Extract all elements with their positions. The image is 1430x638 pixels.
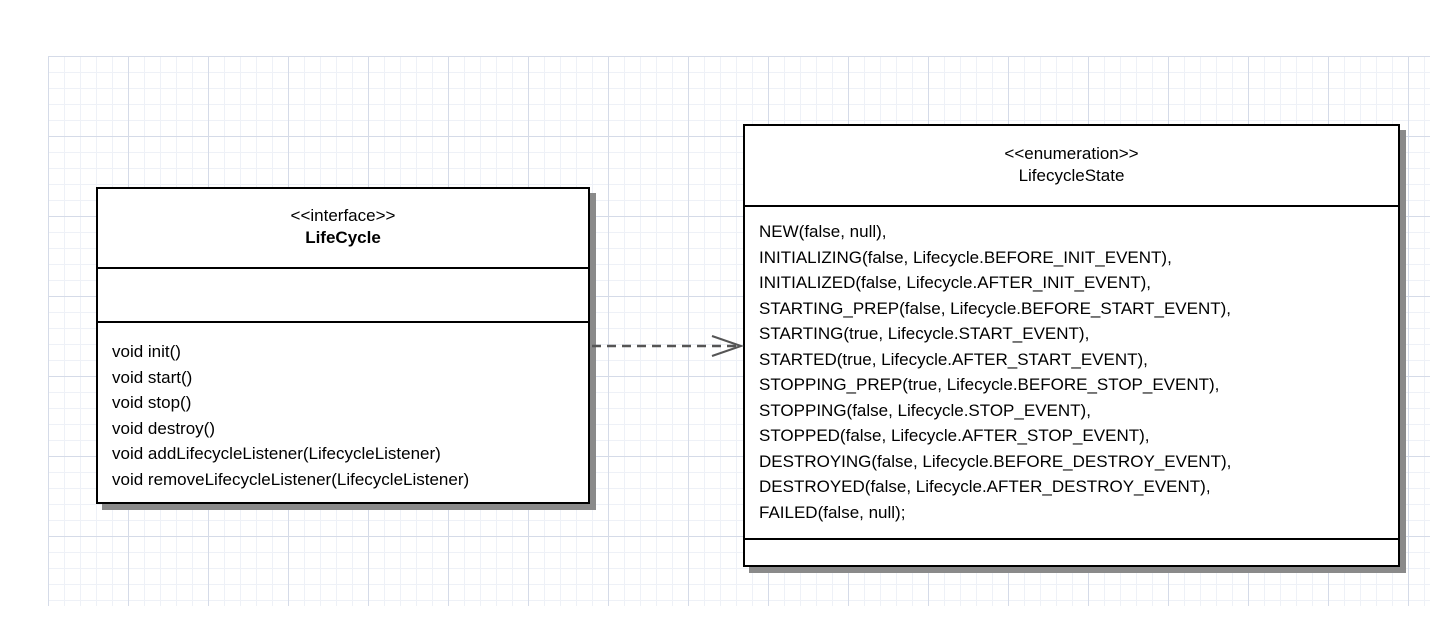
lifecycle-state-literals-section: NEW(false, null), INITIALIZING(false, Lif… xyxy=(745,207,1398,540)
lifecycle-state-header: <<enumeration>> LifecycleState xyxy=(745,126,1398,207)
enum-literal: STOPPING(false, Lifecycle.STOP_EVENT), xyxy=(759,400,1091,420)
enum-literal: STARTED(true, Lifecycle.AFTER_START_EVEN… xyxy=(759,349,1148,369)
lifecycle-methods-section: void init() void start() void stop() void d… xyxy=(98,323,588,492)
lifecycle-method: void start() xyxy=(112,367,193,387)
lifecycle-state-stereotype: <<enumeration>> xyxy=(1004,144,1139,163)
lifecycle-interface-box[interactable]: <<interface>> LifeCycle void init()void … xyxy=(96,187,590,504)
enum-literal: FAILED(false, null); xyxy=(759,502,906,522)
lifecycle-header: <<interface>> LifeCycle xyxy=(98,189,588,269)
enum-literal: NEW(false, null), xyxy=(759,222,887,241)
lifecycle-state-enum-box[interactable]: <<enumeration>> LifecycleState NEW(false… xyxy=(743,124,1400,567)
enum-literal: STARTING(true, Lifecycle.START_EVENT), xyxy=(759,324,1090,343)
lifecycle-method: void destroy() xyxy=(112,418,215,438)
enum-literal: INITIALIZED(false, Lifecycle.AFTER_INIT_… xyxy=(759,273,1152,292)
enum-literal: INITIALIZING(false, Lifecycle.BEFORE_INI… xyxy=(759,247,1172,267)
enum-literal: DESTROYING(false, Lifecycle.BEFORE_DESTR… xyxy=(759,451,1232,471)
lifecycle-attributes-section xyxy=(98,269,588,323)
enum-literal: STARTING_PREP(false, Lifecycle.BEFORE_ST… xyxy=(759,298,1232,318)
lifecycle-stereotype: <<interface>> xyxy=(290,206,396,225)
enum-literal: STOPPING_PREP(true, Lifecycle.BEFORE_STO… xyxy=(759,375,1220,394)
lifecycle-name: LifeCycle xyxy=(305,228,381,247)
lifecycle-method: void removeLifecycleListener(LifecycleLi… xyxy=(112,469,470,489)
lifecycle-method: void init() xyxy=(112,342,181,361)
enum-literal: DESTROYED(false, Lifecycle.AFTER_DESTROY… xyxy=(759,477,1211,496)
enum-literal: STOPPED(false, Lifecycle.AFTER_STOP_EVEN… xyxy=(759,426,1150,445)
lifecycle-state-name: LifecycleState xyxy=(1018,166,1125,185)
open-arrow-head xyxy=(711,335,745,357)
lifecycle-method: void addLifecycleListener(LifecycleListe… xyxy=(112,444,441,463)
lifecycle-method: void stop() xyxy=(112,393,192,412)
